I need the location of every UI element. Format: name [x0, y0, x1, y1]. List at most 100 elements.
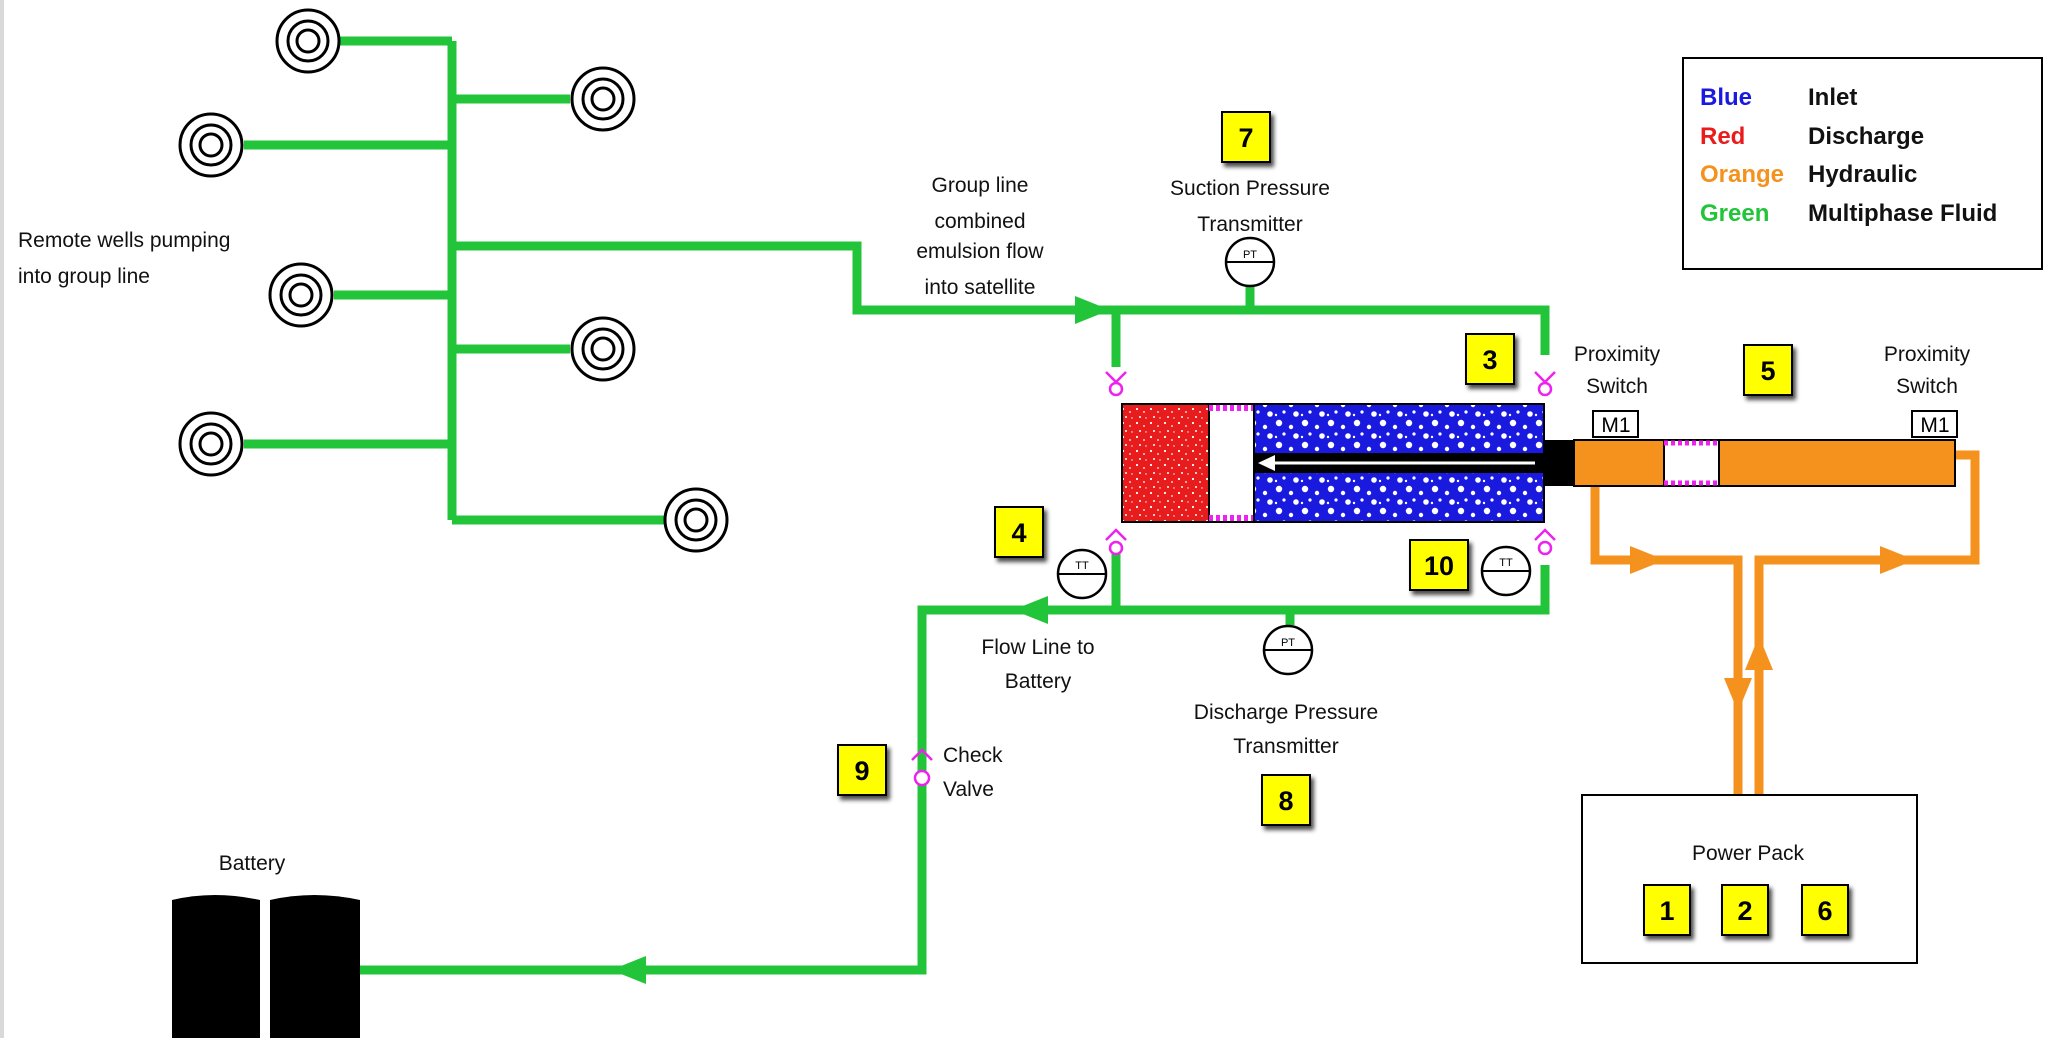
badge-2: 2: [1721, 884, 1769, 936]
piston: [1208, 403, 1255, 523]
badge-10: 10: [1409, 539, 1469, 591]
svg-text:PT: PT: [1243, 249, 1257, 261]
svg-text:M1: M1: [1601, 414, 1630, 437]
flow-line-label-line1: Flow Line to: [981, 636, 1094, 659]
temperature-transmitter-right: TT: [1480, 545, 1532, 597]
hydraulic-rod-section: [1573, 439, 1665, 487]
legend-meaning-hydraulic: Hydraulic: [1808, 161, 1917, 188]
group-line-label-line2: combined: [934, 210, 1025, 233]
well-icon: [570, 316, 636, 382]
badge-6: 6: [1801, 884, 1849, 936]
svg-text:TT: TT: [1499, 557, 1513, 569]
hydraulic-line-cap-side: [1590, 485, 1743, 795]
flow-line-label-line2: Battery: [1005, 670, 1072, 693]
page-edge: [0, 0, 4, 1038]
badge-7: 7: [1221, 111, 1271, 163]
prox-right-label-line1: Proximity: [1884, 343, 1971, 366]
badge-1: 1: [1643, 884, 1691, 936]
legend-meaning-inlet: Inlet: [1808, 84, 1857, 111]
svg-text:7: 7: [1238, 123, 1253, 153]
badge-3: 3: [1465, 333, 1515, 385]
discharge-pt-label-line1: Discharge Pressure: [1194, 701, 1378, 724]
group-line-arrow: [1075, 296, 1110, 324]
svg-text:M1: M1: [1920, 414, 1949, 437]
prox-right-label-line2: Switch: [1896, 375, 1958, 398]
legend: Blue Inlet Red Discharge Orange Hydrauli…: [1682, 57, 2043, 270]
suction-pressure-transmitter: PT: [1224, 236, 1276, 288]
check-valve-label-line1: Check: [943, 744, 1003, 767]
rod-direction-arrow: [1258, 455, 1275, 471]
discharge-pressure-transmitter: PT: [1262, 624, 1314, 676]
group-line-label-line1: Group line: [932, 174, 1029, 197]
svg-text:1: 1: [1659, 896, 1674, 926]
badge-4: 4: [994, 506, 1044, 558]
badge-8: 8: [1261, 774, 1311, 826]
svg-text:6: 6: [1817, 896, 1832, 926]
green-piping: [244, 36, 1550, 975]
svg-text:4: 4: [1011, 518, 1026, 548]
check-valve-suction-left: [1105, 371, 1127, 397]
well-icon: [178, 112, 244, 178]
hydraulic-arrow: [1630, 546, 1665, 574]
battery-tanks: [172, 895, 360, 1038]
battery-label: Battery: [219, 852, 286, 875]
orange-piping: [1590, 450, 1980, 795]
svg-text:3: 3: [1482, 345, 1497, 375]
well-icon: [570, 66, 636, 132]
flow-line: [360, 565, 1550, 975]
svg-text:9: 9: [854, 756, 869, 786]
well-icon: [663, 487, 729, 553]
group-line: [452, 241, 1550, 355]
svg-text:8: 8: [1278, 786, 1293, 816]
power-pack: Power Pack 1 2 6: [1581, 794, 1918, 964]
remote-wells-label-line1: Remote wells pumping: [18, 229, 230, 252]
proximity-switch-left: M1: [1592, 410, 1639, 438]
hydraulic-line-rod-side: [1754, 450, 1980, 795]
hydraulic-arrow: [1745, 636, 1773, 670]
proximity-switch-right: M1: [1911, 410, 1958, 438]
discharge-chamber: [1121, 403, 1210, 523]
suction-pt-label-line2: Transmitter: [1197, 213, 1302, 236]
well-icon: [275, 8, 341, 74]
discharge-pt-label-line2: Transmitter: [1233, 735, 1338, 758]
prox-left-label-line2: Switch: [1586, 375, 1648, 398]
remote-wells: [178, 8, 729, 553]
well-icon: [178, 411, 244, 477]
remote-wells-label-line2: into group line: [18, 265, 150, 288]
temperature-transmitter-left: TT: [1056, 548, 1108, 600]
legend-color-red: Red: [1700, 123, 1745, 150]
flow-line-arrow: [1013, 596, 1048, 624]
legend-color-blue: Blue: [1700, 84, 1752, 111]
svg-text:10: 10: [1424, 551, 1454, 581]
group-line-label-line4: into satellite: [925, 276, 1036, 299]
legend-color-green: Green: [1700, 200, 1769, 227]
legend-meaning-discharge: Discharge: [1808, 123, 1924, 150]
svg-text:2: 2: [1737, 896, 1752, 926]
group-line-label-line3: emulsion flow: [916, 240, 1044, 263]
battery-line-arrow: [611, 956, 646, 984]
check-valve-flowline: [911, 748, 933, 787]
check-valve-label-line2: Valve: [943, 778, 994, 801]
check-valve-discharge-right: [1534, 528, 1556, 556]
svg-text:PT: PT: [1281, 637, 1295, 649]
hydraulic-cylinder: [1718, 439, 1956, 487]
svg-text:5: 5: [1760, 356, 1775, 386]
suction-pt-label-line1: Suction Pressure: [1170, 177, 1330, 200]
power-pack-label: Power Pack: [1692, 842, 1805, 865]
check-valve-discharge-left: [1105, 528, 1127, 556]
hydraulic-piston: [1663, 439, 1720, 487]
svg-text:TT: TT: [1075, 560, 1089, 572]
badge-5: 5: [1743, 344, 1793, 396]
legend-meaning-multiphase: Multiphase Fluid: [1808, 200, 1997, 227]
gland: [1544, 440, 1574, 486]
prox-left-label-line1: Proximity: [1574, 343, 1661, 366]
badge-9: 9: [837, 744, 887, 796]
legend-color-orange: Orange: [1700, 161, 1784, 188]
battery-tank-left: [172, 895, 260, 1038]
check-valve-suction-right: [1534, 371, 1556, 397]
battery-tank-right: [270, 895, 360, 1038]
well-icon: [268, 262, 334, 328]
pump-cylinder: [1121, 403, 1956, 523]
